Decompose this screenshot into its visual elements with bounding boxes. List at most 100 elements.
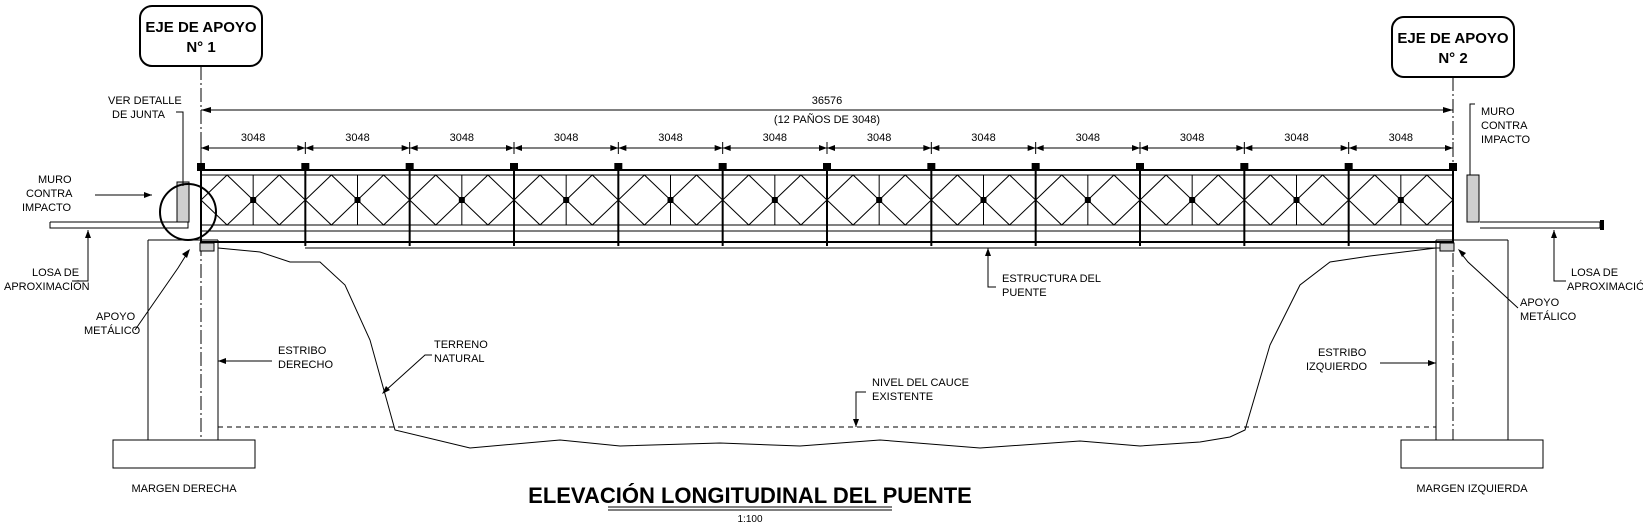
truss-node bbox=[354, 197, 361, 203]
label-nivel-1: NIVEL DEL CAUCE bbox=[872, 377, 969, 389]
drawing-title: ELEVACIÓN LONGITUDINAL DEL PUENTE bbox=[528, 483, 972, 508]
panel-dim-arrow bbox=[931, 145, 940, 151]
label-apoyo-left-1: APOYO bbox=[96, 311, 136, 323]
truss-diagonal bbox=[513, 174, 567, 226]
left-impact-wall bbox=[176, 181, 190, 223]
label-muro-right-1: MURO bbox=[1481, 106, 1515, 118]
label-apoyo-left-2: METÁLICO bbox=[84, 324, 141, 337]
panel-dim-arrow bbox=[714, 145, 723, 151]
panel-dim-label: 3048 bbox=[554, 132, 578, 144]
panel-dim-label: 3048 bbox=[450, 132, 474, 144]
truss-diagonal bbox=[1035, 174, 1089, 226]
overall-dimension-value: 36576 bbox=[812, 95, 843, 107]
truss-diagonal bbox=[1243, 174, 1298, 226]
leader-muro-right bbox=[1469, 103, 1475, 175]
leader-apoyo-right bbox=[1459, 251, 1519, 309]
panel-dim-arrow bbox=[1132, 145, 1140, 151]
panel-dim-arrow bbox=[1340, 145, 1349, 151]
truss-joint bbox=[405, 163, 414, 171]
truss-diagonal bbox=[617, 174, 672, 226]
truss-node bbox=[771, 197, 778, 203]
label-muro-right-3: IMPACTO bbox=[1481, 134, 1531, 146]
label-muro-right-2: CONTRA bbox=[1481, 120, 1528, 132]
label-nivel-2: EXISTENTE bbox=[872, 391, 933, 403]
panel-dim-label: 3048 bbox=[1076, 132, 1100, 144]
truss-node bbox=[980, 197, 987, 203]
panel-dim-arrow bbox=[722, 145, 731, 151]
panel-dim-label: 3048 bbox=[867, 132, 891, 144]
truss-node bbox=[458, 197, 465, 203]
truss-diagonal bbox=[1191, 174, 1246, 226]
truss-diagonal bbox=[565, 174, 620, 226]
leader-nivel bbox=[855, 391, 866, 427]
truss-diagonal bbox=[357, 174, 411, 226]
truss-node bbox=[250, 197, 257, 203]
panel-dim-label: 3048 bbox=[1180, 132, 1204, 144]
truss-diagonal bbox=[1139, 174, 1193, 226]
truss-node bbox=[1293, 197, 1300, 203]
label-terreno-2: NATURAL bbox=[434, 353, 485, 365]
truss-joint bbox=[823, 163, 831, 171]
truss-diagonal bbox=[878, 174, 933, 226]
label-apoyo-right-2: METÁLICO bbox=[1520, 310, 1577, 323]
panel-dim-label: 3048 bbox=[1389, 132, 1413, 144]
label-muro-left-3: IMPACTO bbox=[22, 202, 72, 214]
truss-diagonal bbox=[200, 174, 254, 226]
label-estribo-derecho-1: ESTRIBO bbox=[278, 345, 327, 357]
truss-joint bbox=[510, 163, 518, 171]
panel-dim-arrow bbox=[1244, 145, 1253, 151]
label-margen-derecha: MARGEN DERECHA bbox=[131, 483, 237, 495]
panel-dim-label: 3048 bbox=[345, 132, 369, 144]
leader-losa-left bbox=[72, 230, 89, 282]
natural-terrain-line bbox=[217, 247, 1437, 449]
panel-dim-arrow bbox=[1348, 145, 1357, 151]
truss-joint bbox=[1136, 163, 1144, 171]
truss-node bbox=[1397, 197, 1404, 203]
truss-diagonal bbox=[1348, 174, 1402, 226]
truss-diagonal bbox=[670, 174, 724, 226]
label-losa-right-1: LOSA DE bbox=[1571, 267, 1618, 279]
truss-node bbox=[667, 197, 674, 203]
panel-dim-arrow bbox=[506, 145, 514, 151]
truss-diagonal bbox=[461, 174, 515, 226]
truss-diagonal bbox=[722, 174, 776, 226]
panel-dim-arrow bbox=[305, 145, 314, 151]
leader-ver-detalle bbox=[176, 111, 184, 186]
label-muro-left-1: MURO bbox=[38, 174, 72, 186]
drawing-scale: 1:100 bbox=[737, 514, 762, 525]
truss-diagonal bbox=[1087, 174, 1141, 226]
leader-apoyo-left bbox=[134, 251, 189, 331]
truss-diagonal bbox=[826, 174, 880, 226]
panel-dim-arrow bbox=[514, 145, 522, 151]
overall-dimension: 36576 (12 PAÑOS DE 3048) bbox=[201, 95, 1453, 126]
left-metal-bearing bbox=[199, 242, 215, 252]
left-abutment bbox=[49, 181, 256, 469]
truss-node bbox=[876, 197, 883, 203]
panel-dim-arrow bbox=[1236, 145, 1245, 151]
axis-box-right: EJE DE APOYO N° 2 bbox=[1391, 16, 1515, 78]
panel-dim-arrow bbox=[923, 145, 932, 151]
right-impact-wall bbox=[1466, 174, 1480, 223]
truss-joint bbox=[1344, 163, 1353, 171]
panel-dim-arrow bbox=[1035, 145, 1044, 151]
truss-diagonal bbox=[252, 174, 307, 226]
label-terreno-1: TERRENO bbox=[434, 339, 488, 351]
panel-dim-arrow bbox=[819, 145, 827, 151]
panel-dim-arrow bbox=[409, 145, 418, 151]
right-abutment bbox=[1400, 174, 1604, 469]
truss-joint bbox=[927, 163, 936, 171]
truss-joint bbox=[1449, 163, 1457, 171]
axis-right-number: N° 2 bbox=[1438, 50, 1467, 67]
panel-dim-arrow bbox=[201, 145, 209, 151]
leader-terreno bbox=[383, 354, 432, 393]
truss-joint bbox=[1240, 163, 1249, 171]
right-metal-bearing bbox=[1439, 242, 1455, 252]
truss-joint bbox=[301, 163, 310, 171]
panel-dim-label: 3048 bbox=[763, 132, 787, 144]
axis-box-left: EJE DE APOYO N° 1 bbox=[139, 5, 263, 67]
axis-right-title: EJE DE APOYO bbox=[1397, 30, 1508, 47]
label-ver-detalle-1: VER DETALLE bbox=[108, 95, 182, 107]
truss-diagonal bbox=[774, 174, 828, 226]
panel-dim-arrow bbox=[401, 145, 410, 151]
